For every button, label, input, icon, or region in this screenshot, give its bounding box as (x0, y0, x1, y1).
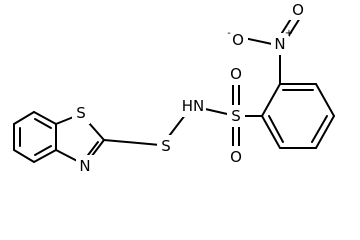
sulfonyl-oxygen-top-label: O (230, 65, 242, 83)
bond (311, 115, 328, 143)
label-background (228, 29, 248, 51)
label-background (271, 33, 289, 55)
label-background (226, 63, 246, 85)
linker-sulfur-label: S (161, 137, 171, 155)
nitro-oxygen-anion-label: O (232, 31, 244, 49)
bond (13, 111, 35, 125)
bond (243, 37, 273, 45)
label-background (227, 105, 245, 127)
amine-nh-label: HN (182, 97, 205, 115)
bond (315, 83, 335, 117)
bond (103, 139, 161, 146)
bond (315, 115, 335, 149)
label-background (157, 135, 175, 157)
atom-labels: S N S HN S O O N + O - O (72, 0, 308, 177)
sulfonyl-sulfur-label: S (231, 107, 241, 125)
nitro-oxygen-double-label: O (292, 1, 304, 19)
bond (34, 145, 52, 156)
bond (33, 111, 57, 125)
nitro-nitrogen-charge: + (285, 28, 293, 39)
bond (261, 83, 281, 117)
label-background (72, 102, 90, 124)
thiazole-sulfur-label: S (76, 104, 86, 122)
bond (268, 115, 284, 143)
label-background (226, 146, 246, 168)
bond (261, 115, 281, 149)
thiazole-nitrogen-label: N (79, 157, 90, 175)
nitro-oxygen-charge: - (227, 28, 231, 39)
nitro-nitrogen-label: N (274, 35, 285, 53)
label-background (180, 95, 206, 117)
label-background (76, 155, 94, 177)
bond (13, 149, 35, 163)
chemical-structure: S N S HN S O O N + O - O (13, 0, 335, 177)
label-background (288, 0, 308, 20)
bond (33, 149, 57, 163)
sulfonyl-oxygen-bottom-label: O (230, 148, 242, 166)
bond (34, 118, 52, 129)
